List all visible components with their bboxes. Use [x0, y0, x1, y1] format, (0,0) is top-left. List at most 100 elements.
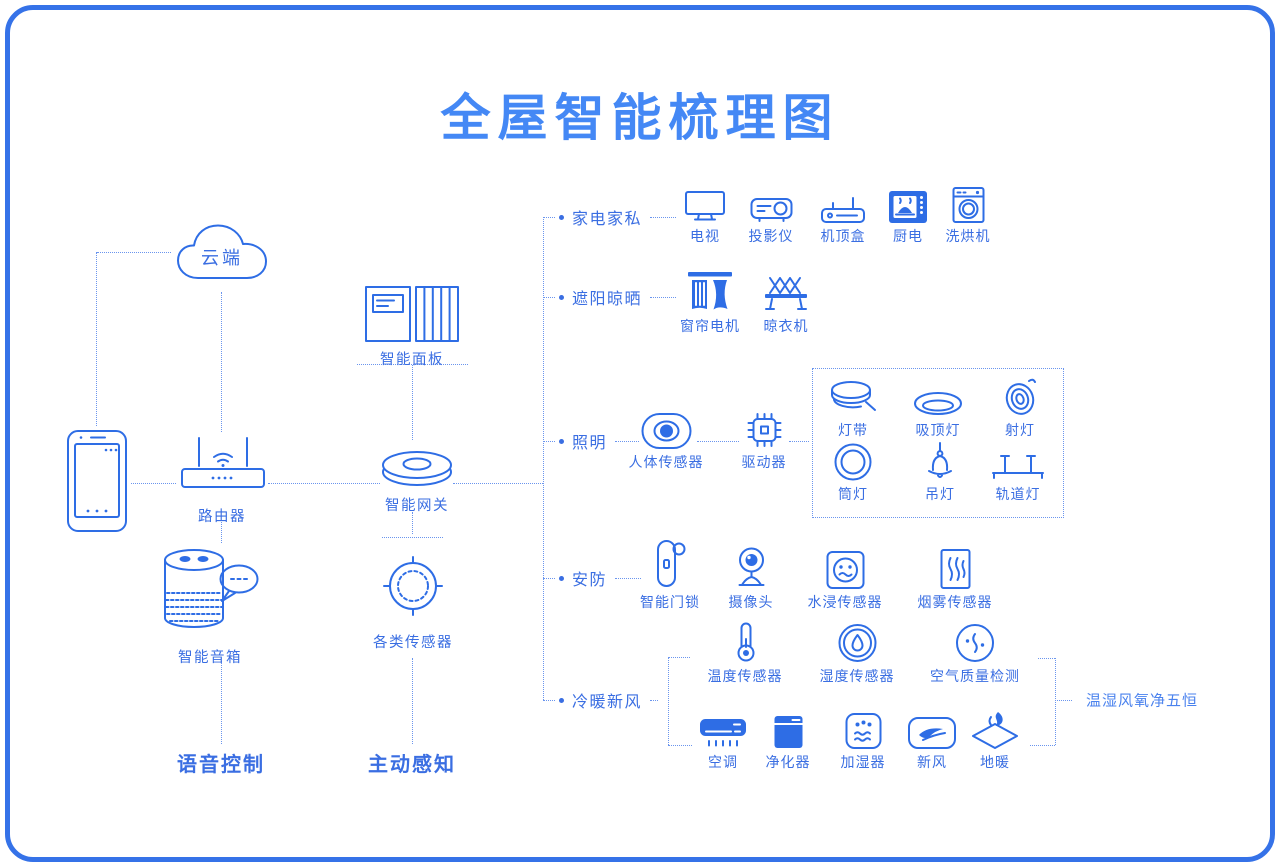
branch-bullet	[559, 438, 564, 444]
camera-icon	[731, 538, 771, 590]
connector-line	[650, 296, 677, 298]
item-label: 地暖	[980, 754, 1010, 770]
item-label: 晾衣机	[763, 318, 809, 334]
item-motion-sensor: 人体传感器	[629, 408, 704, 470]
branch-label: 冷暖新风	[572, 694, 643, 711]
projector-icon	[749, 186, 793, 224]
item-camera: 摄像头	[729, 538, 774, 610]
page-border	[5, 5, 1275, 862]
item-label: 吸顶灯	[915, 422, 961, 438]
bracket-line	[668, 745, 692, 746]
connector-line	[131, 483, 176, 484]
item-floor-heating: 地暖	[969, 712, 1021, 770]
router-node: 路由器	[177, 436, 267, 526]
connector-line	[382, 537, 443, 538]
smart-panel-icon	[364, 285, 460, 348]
speaker-label: 智能音箱	[178, 650, 242, 666]
humidifier-icon	[844, 712, 882, 750]
driver-chip-icon	[744, 408, 784, 450]
item-door-lock: 智能门锁	[640, 538, 700, 610]
item-label: 窗帘电机	[680, 318, 740, 334]
item-label: 摄像头	[728, 594, 774, 610]
branch-appliances: 家电家私	[543, 205, 677, 229]
active-sense-label: 主动感知	[368, 754, 456, 776]
motion-sensor-icon	[640, 408, 692, 450]
humidity-sensor-icon	[836, 620, 878, 664]
voice-control-label: 语音控制	[177, 754, 265, 776]
item-ceiling-light: 吸顶灯	[912, 378, 964, 438]
branch-label: 家电家私	[572, 211, 643, 228]
gateway-icon	[378, 443, 456, 494]
item-drying-rack: 晾衣机	[763, 270, 809, 334]
item-smoke-sensor: 烟雾传感器	[918, 538, 993, 610]
item-settop-box: 机顶盒	[820, 186, 866, 244]
branch-bullet	[559, 294, 564, 300]
connector-line	[650, 699, 659, 701]
downlight-icon	[833, 442, 873, 482]
tv-icon	[684, 186, 726, 224]
connector-line	[96, 252, 97, 426]
item-humidifier: 加湿器	[841, 712, 886, 770]
branch-bullet	[559, 214, 564, 220]
bracket-line	[1038, 658, 1055, 659]
item-label: 新风	[917, 754, 947, 770]
item-label: 湿度传感器	[819, 668, 895, 684]
branch-lighting: 照明	[543, 429, 640, 453]
cloud-icon: 云端	[172, 218, 272, 290]
item-air-quality: 空气质量检测	[930, 620, 1020, 684]
item-label: 水浸传感器	[807, 594, 883, 610]
item-purifier: 净化器	[766, 712, 811, 770]
kitchen-appliance-icon	[888, 186, 928, 224]
spotlight-icon	[1000, 378, 1040, 418]
connector-line	[543, 440, 555, 442]
item-curtain-motor: 窗帘电机	[680, 270, 740, 334]
connector-line	[412, 365, 413, 440]
item-strip-light: 灯带	[826, 378, 880, 438]
pendant-light-icon	[920, 442, 960, 482]
router-icon	[177, 436, 267, 505]
five-constants-annotation: 温湿风氧净五恒	[1086, 692, 1199, 710]
sensors-node: 各类传感器	[373, 554, 453, 652]
item-pendant-light: 吊灯	[920, 442, 960, 502]
connector-line	[412, 658, 413, 744]
item-water-leak: 水浸传感器	[808, 538, 883, 610]
item-label: 空气质量检测	[930, 668, 1020, 684]
connector-line	[357, 364, 468, 365]
washer-dryer-icon	[951, 186, 985, 224]
air-conditioner-icon	[699, 712, 747, 750]
item-label: 吊灯	[925, 486, 955, 502]
bracket-line	[1030, 745, 1055, 746]
item-track-light: 轨道灯	[990, 442, 1046, 502]
smoke-sensor-icon	[939, 538, 971, 590]
item-label: 灯带	[838, 422, 868, 438]
item-spotlight: 射灯	[1000, 378, 1040, 438]
item-temp-sensor: 温度传感器	[708, 620, 783, 684]
item-projector: 投影仪	[749, 186, 794, 244]
item-label: 净化器	[765, 754, 811, 770]
connector-line	[97, 252, 171, 253]
air-quality-icon	[954, 620, 996, 664]
fresh-air-icon	[907, 712, 957, 750]
bracket-line	[1055, 658, 1056, 745]
connector-line	[221, 292, 222, 432]
branch-shading: 遮阳晾晒	[543, 285, 677, 309]
item-label: 加湿器	[840, 754, 886, 770]
branch-label: 遮阳晾晒	[572, 291, 643, 308]
item-ac: 空调	[699, 712, 747, 770]
connector-line	[789, 441, 809, 442]
curtain-motor-icon	[688, 270, 732, 314]
item-label: 智能门锁	[640, 594, 700, 610]
door-lock-icon	[652, 538, 688, 590]
sensors-crosshair-icon	[381, 554, 445, 623]
connector-line	[615, 440, 640, 442]
temperature-sensor-icon	[731, 620, 759, 664]
drying-rack-icon	[763, 270, 809, 314]
connector-line	[650, 216, 677, 218]
branch-bullet	[559, 697, 564, 703]
item-label: 射灯	[1005, 422, 1035, 438]
item-label: 人体传感器	[628, 454, 704, 470]
purifier-icon	[772, 712, 804, 750]
item-label: 空调	[708, 754, 738, 770]
connector-line	[221, 522, 222, 543]
